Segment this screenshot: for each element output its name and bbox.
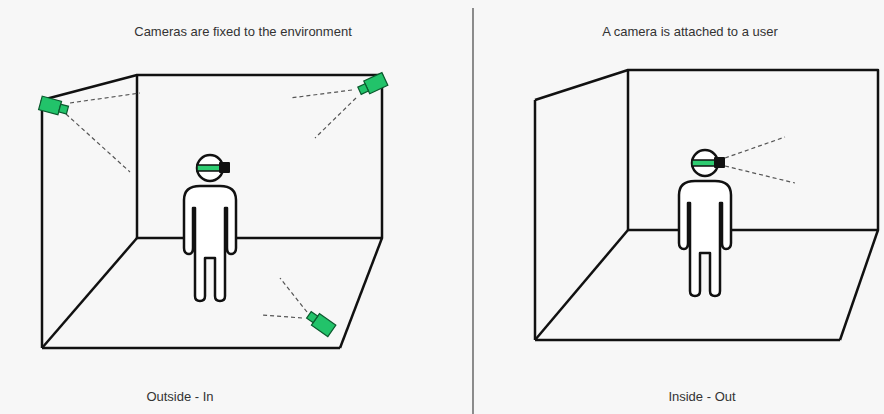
- camera: [39, 96, 70, 117]
- room-left: [42, 75, 382, 348]
- view-lines: [66, 90, 795, 318]
- panel-title: Cameras are fixed to the environment: [134, 24, 352, 40]
- person: [184, 155, 236, 301]
- camera: [357, 73, 388, 98]
- divider: [472, 8, 473, 414]
- camera: [305, 309, 336, 337]
- panel-caption: Inside - Out: [668, 389, 735, 405]
- panel-title: A camera is attached to a user: [602, 24, 778, 40]
- panel-caption: Outside - In: [146, 389, 213, 405]
- person: [679, 150, 731, 296]
- room-right: [535, 70, 878, 340]
